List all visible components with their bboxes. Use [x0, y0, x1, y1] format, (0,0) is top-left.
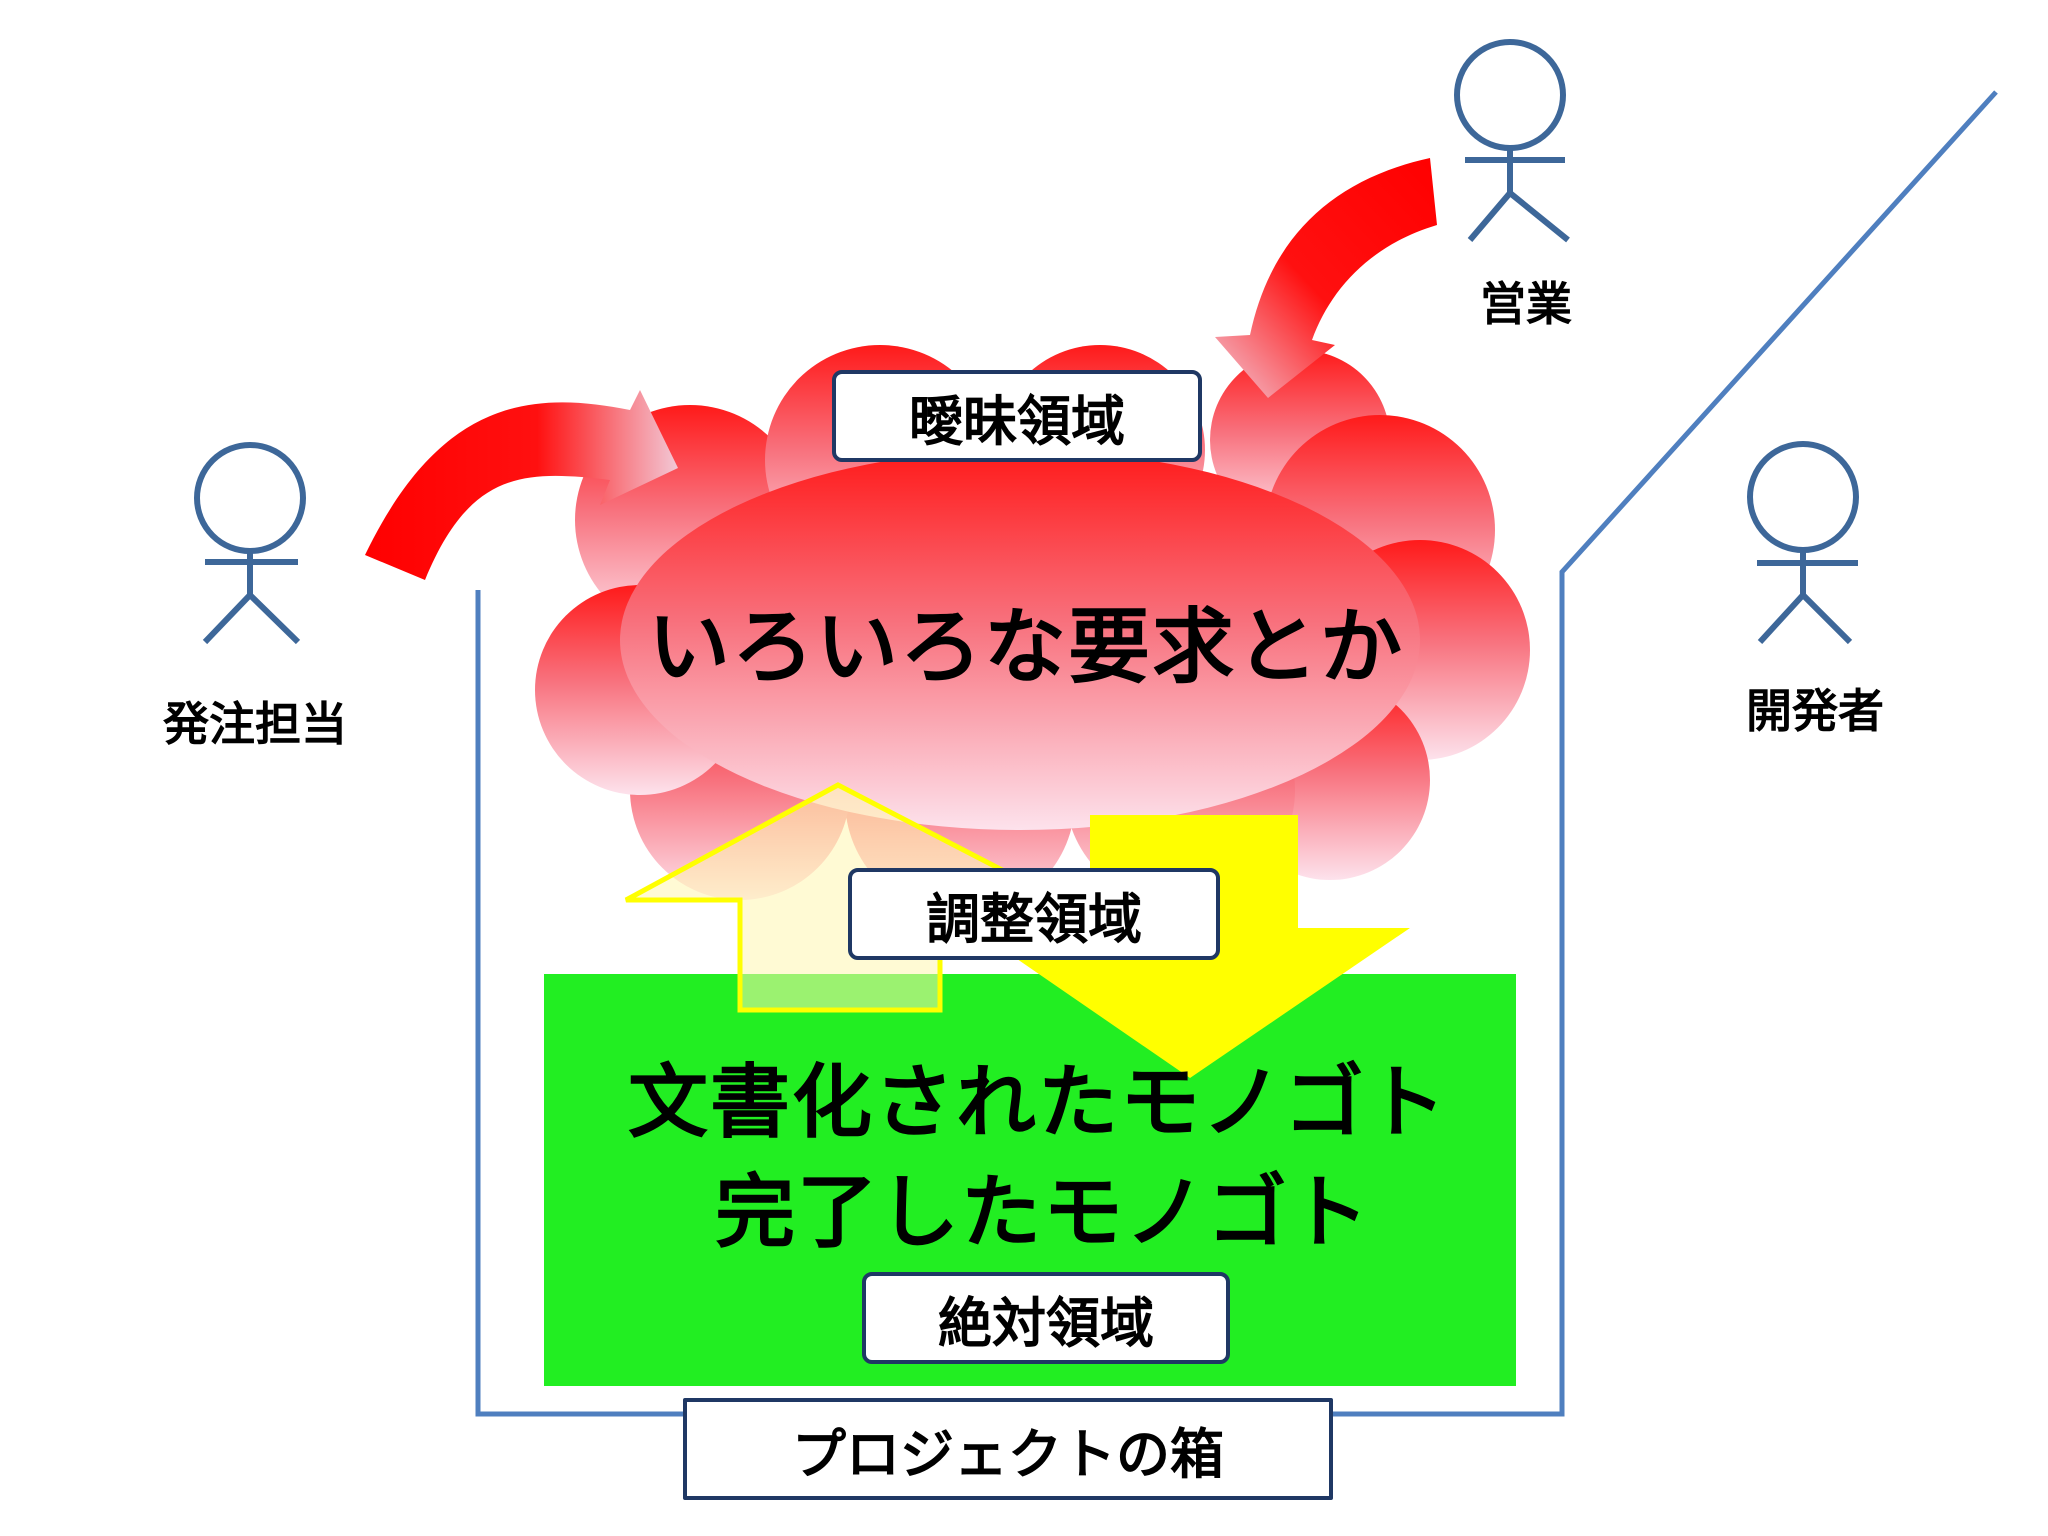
- client-request-arrow: [365, 390, 678, 580]
- client-label: 発注担当: [163, 697, 347, 751]
- sales-request-arrow: [1215, 158, 1437, 398]
- project-box-label: プロジェクトの箱: [683, 1398, 1333, 1500]
- absolute-area: [544, 974, 1516, 1386]
- sales-label: 営業: [1480, 277, 1572, 331]
- absolute-area-tag: 絶対領域: [862, 1272, 1230, 1364]
- ambiguous-area-tag: 曖昧領域: [832, 370, 1202, 462]
- client-person-icon: [194, 442, 306, 645]
- sales-person-icon: [1454, 39, 1570, 243]
- developer-person-icon: [1747, 441, 1859, 645]
- completed-text: 完了したモノゴト: [715, 1166, 1371, 1259]
- developer-label: 開発者: [1746, 684, 1884, 738]
- cloud-text: いろいろな要求とか: [648, 600, 1405, 695]
- ambiguous-cloud: [535, 345, 1530, 915]
- documented-text: 文書化されたモノゴト: [628, 1056, 1448, 1149]
- adjust-area-tag: 調整領域: [848, 868, 1220, 960]
- project-box-outline: [475, 90, 1998, 1417]
